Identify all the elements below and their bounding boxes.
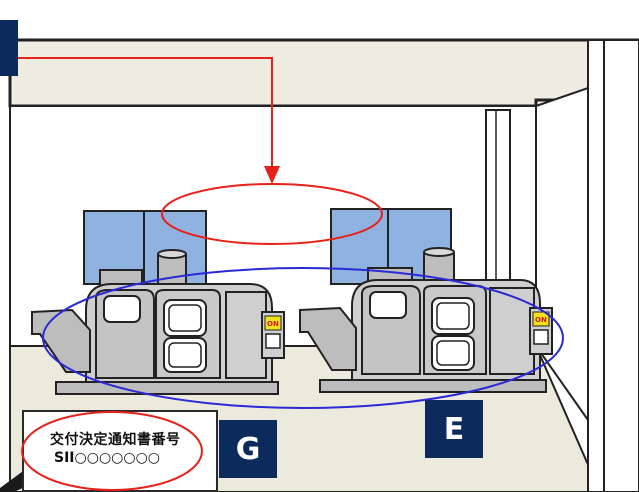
ceiling [0,38,639,108]
machine-1-switch-label: ON [267,320,279,328]
marker-label-top [0,20,18,76]
machine-2-switch-label: ON [535,316,547,324]
grant-notice-number: SII○○○○○○○ [54,450,160,466]
grant-notice-card: 交付決定通知書番号 SII○○○○○○○ [22,410,218,492]
callout-arrowhead [264,166,280,184]
grant-notice-number-prefix: SII [54,450,75,466]
monitor-highlight-ellipse [161,183,383,245]
grant-notice-title: 交付決定通知書番号 [50,432,181,448]
machine-2-arm [299,306,357,371]
machine-1: ON [31,210,285,395]
marker-label-e: E [425,400,483,458]
grant-notice-number-mask: ○○○○○○○ [74,450,161,466]
right-column [587,39,605,492]
machines-highlight-ellipse [42,267,564,409]
machine-2: ON [299,208,553,393]
callout-arrow-line [14,57,273,168]
marker-label-g: G [219,420,277,478]
